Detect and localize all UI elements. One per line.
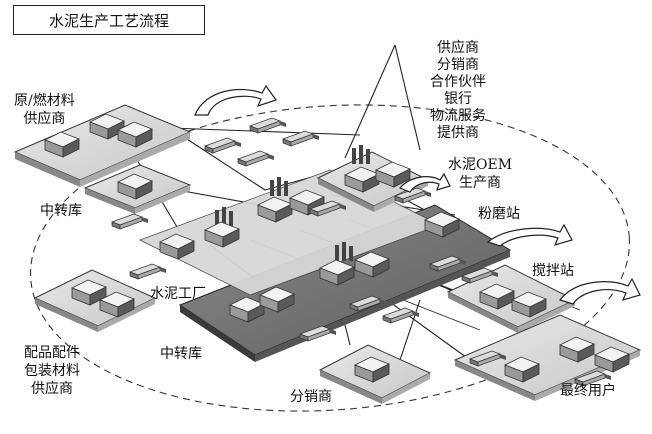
flow-arrow-mixing — [559, 277, 641, 305]
label-oem-line1: 水泥OEM — [448, 157, 513, 173]
parts-supplier-node — [33, 269, 157, 332]
label-cement-plant: 水泥工厂 — [150, 286, 206, 302]
diagram-title: 水泥生产工艺流程 — [13, 5, 205, 35]
label-transfer-top: 中转库 — [40, 203, 82, 219]
partner-item: 银行 — [444, 91, 472, 107]
label-distributor: 分销商 — [290, 389, 332, 405]
label-oem-line2: 生产商 — [459, 175, 502, 191]
partner-item: 分销商 — [437, 57, 479, 73]
flow-arrow-oem — [399, 172, 451, 193]
label-raw-supplier: 原/燃材料 供应商 — [14, 92, 75, 128]
label-end-user: 最终用户 — [560, 383, 616, 399]
partner-item: 供应商 — [437, 40, 479, 56]
partner-item: 物流服务 — [430, 108, 486, 124]
label-partners: 供应商 分销商 合作伙伴 银行 物流服务 提供商 — [430, 40, 486, 142]
distributor-node — [318, 344, 432, 404]
label-transfer-bottom: 中转库 — [160, 346, 202, 362]
flow-arrow-grinding — [486, 223, 573, 247]
label-parts-supplier: 配品配件 包装材料 供应商 — [24, 344, 80, 398]
label-parts-line3: 供应商 — [31, 381, 73, 397]
label-oem: 水泥OEM 生产商 — [448, 156, 512, 192]
label-raw-supplier-line1: 原/燃材料 — [14, 93, 75, 109]
partner-item: 合作伙伴 — [430, 74, 486, 90]
mixing-station-node — [446, 264, 577, 333]
transfer-depot-top-node — [83, 164, 192, 214]
label-parts-line1: 配品配件 — [24, 345, 80, 361]
raw-material-supplier-node — [13, 104, 192, 187]
label-raw-supplier-line2: 供应商 — [23, 111, 66, 127]
label-parts-line2: 包装材料 — [24, 363, 80, 379]
flow-arrow-top — [194, 84, 277, 116]
flow-arrows — [194, 84, 641, 305]
label-grinding-station: 粉磨站 — [478, 206, 520, 222]
label-mixing-station: 搅拌站 — [532, 263, 574, 279]
network-boundary-oval — [29, 104, 631, 412]
partner-item: 提供商 — [437, 125, 479, 141]
